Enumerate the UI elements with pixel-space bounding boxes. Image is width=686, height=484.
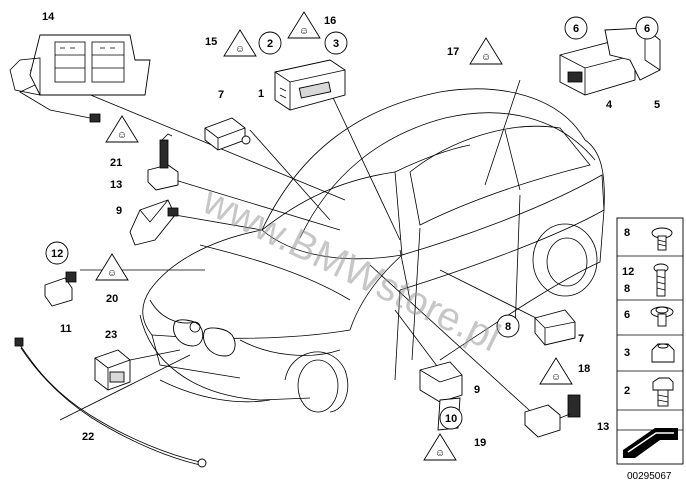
label-15: 15 bbox=[205, 36, 217, 48]
label-5: 5 bbox=[654, 99, 660, 111]
sensor-unit-23 bbox=[94, 349, 131, 391]
warning-triangle-16: ☺ bbox=[287, 11, 321, 39]
reference-arrow-icon bbox=[623, 428, 678, 458]
warning-triangle-15: ☺ bbox=[223, 29, 257, 57]
hex-bolt-icon bbox=[652, 377, 674, 407]
label-12: 12 bbox=[51, 248, 63, 260]
label-21: 21 bbox=[110, 157, 122, 169]
long-screw-icon bbox=[653, 263, 669, 297]
label-17: 17 bbox=[447, 46, 459, 58]
label-6a: 6 bbox=[573, 23, 579, 35]
warning-triangle-21: ☺ bbox=[105, 115, 139, 143]
fastener-label-2a: 12 bbox=[622, 266, 634, 278]
label-2: 2 bbox=[267, 38, 273, 50]
fastener-label-4: 3 bbox=[624, 347, 630, 359]
svg-text:☺: ☺ bbox=[481, 52, 491, 63]
label-13a: 13 bbox=[110, 179, 122, 191]
fastener-label-3: 6 bbox=[624, 309, 630, 321]
airbag-control-unit bbox=[274, 59, 346, 111]
washer-screw-icon bbox=[650, 306, 674, 327]
label-10: 10 bbox=[445, 413, 457, 425]
label-6b: 6 bbox=[644, 23, 650, 35]
seat-occupancy-mat bbox=[9, 34, 151, 123]
label-19: 19 bbox=[474, 437, 486, 449]
pressure-sensor-13-upper bbox=[147, 133, 179, 191]
circled-callouts bbox=[45, 16, 659, 430]
svg-text:☺: ☺ bbox=[117, 130, 127, 141]
label-9b: 9 bbox=[474, 384, 480, 396]
label-20: 20 bbox=[106, 293, 118, 305]
side-impact-sensor-top bbox=[204, 117, 251, 151]
label-7a: 7 bbox=[218, 89, 224, 101]
front-sensor-9-left bbox=[129, 199, 179, 246]
fastener-label-2b: 8 bbox=[624, 283, 630, 295]
warning-triangle-19: ☺ bbox=[423, 433, 457, 461]
label-3: 3 bbox=[333, 38, 339, 50]
label-14: 14 bbox=[42, 11, 55, 23]
label-16: 16 bbox=[324, 15, 336, 27]
svg-text:☺: ☺ bbox=[235, 44, 245, 55]
label-4: 4 bbox=[606, 99, 613, 111]
warning-triangles: ☺ ☺ ☺ ☺ ☺ ☺ ☺ bbox=[95, 11, 573, 461]
nut-icon bbox=[651, 343, 675, 363]
svg-text:☺: ☺ bbox=[435, 448, 445, 459]
label-8: 8 bbox=[505, 321, 511, 333]
reference-number: 00295067 bbox=[627, 471, 672, 482]
svg-text:☺: ☺ bbox=[551, 372, 561, 383]
pressure-sensor-13-lower bbox=[524, 394, 581, 438]
car-outline bbox=[139, 88, 605, 413]
upfront-sensor-11 bbox=[44, 271, 77, 307]
fastener-label-1: 8 bbox=[624, 227, 630, 239]
label-18: 18 bbox=[578, 363, 590, 375]
label-22: 22 bbox=[82, 431, 94, 443]
label-1: 1 bbox=[258, 88, 264, 100]
label-9a: 9 bbox=[116, 205, 122, 217]
watermark: www.BMWstore.pl bbox=[195, 178, 507, 360]
torx-screw-icon bbox=[651, 227, 673, 251]
side-impact-sensor-7-right bbox=[534, 309, 576, 346]
label-23: 23 bbox=[105, 329, 117, 341]
fasteners-panel: 8 12 8 6 3 2 bbox=[616, 217, 684, 465]
warning-triangle-17: ☺ bbox=[469, 37, 503, 65]
svg-text:☺: ☺ bbox=[107, 268, 117, 279]
label-13b: 13 bbox=[597, 421, 609, 433]
callout-labels: 14 15 16 2 3 1 17 6 6 4 5 7 21 13 9 12 1… bbox=[42, 11, 660, 449]
wiring-cable-22 bbox=[14, 337, 207, 468]
warning-triangle-18: ☺ bbox=[539, 357, 573, 385]
fastener-label-5: 2 bbox=[624, 385, 630, 397]
svg-text:☺: ☺ bbox=[299, 26, 309, 37]
label-11: 11 bbox=[60, 323, 72, 335]
label-7b: 7 bbox=[578, 333, 584, 345]
warning-triangle-20: ☺ bbox=[95, 253, 129, 281]
